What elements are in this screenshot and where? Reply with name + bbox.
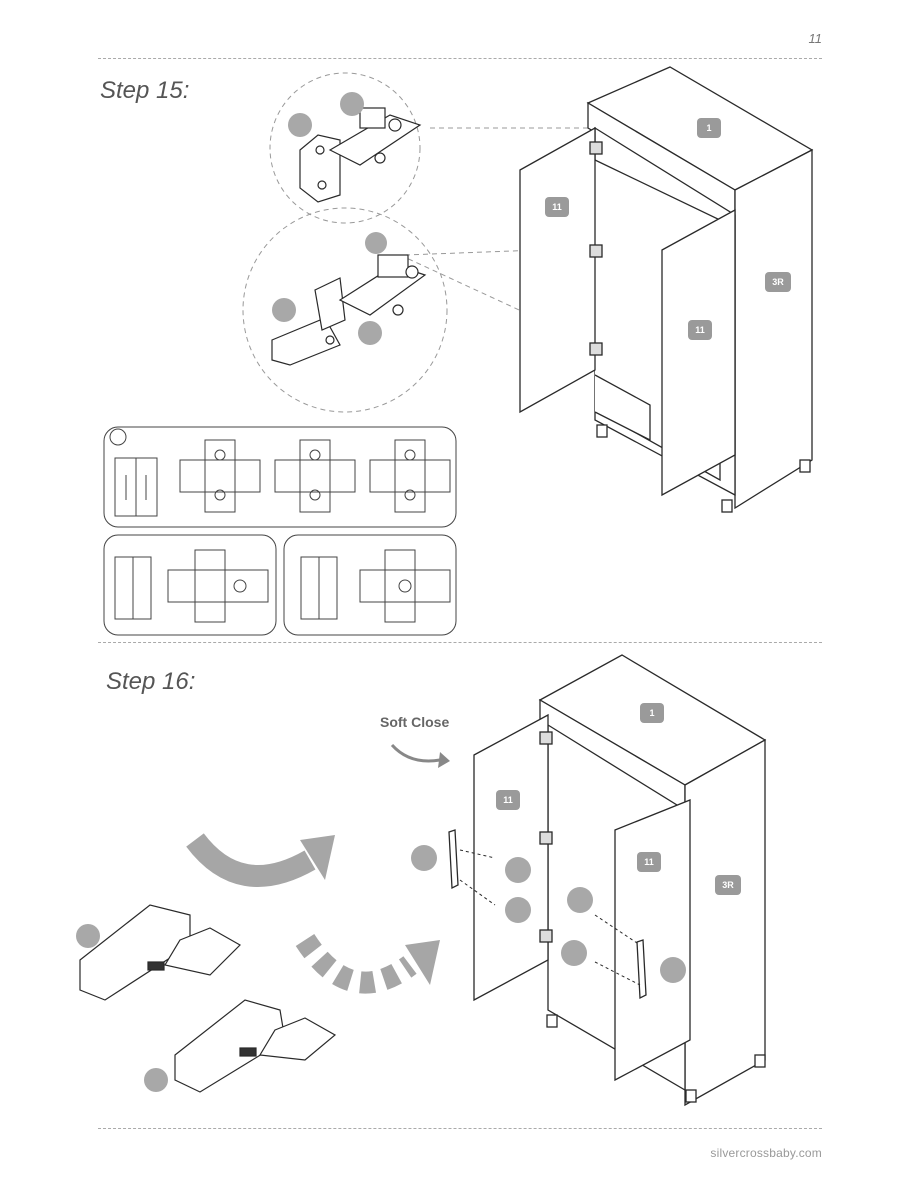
mid-divider	[98, 642, 822, 643]
bottom-divider	[98, 1128, 822, 1129]
soft-close-label: Soft Close	[380, 714, 449, 730]
part-label: 11	[695, 325, 705, 335]
top-divider	[98, 58, 822, 59]
hinge-zoom-circle-top	[269, 72, 421, 224]
callout-circle	[358, 321, 382, 345]
rotate-arrow-dashed	[295, 933, 417, 994]
handle-right	[636, 939, 647, 1000]
callout-circle	[561, 940, 587, 966]
hinge-bottom-icon	[271, 254, 427, 366]
callout-circle	[340, 92, 364, 116]
adjustment-panel-vertical	[103, 426, 457, 528]
part-label: 11	[552, 202, 562, 212]
left-door	[519, 126, 596, 414]
page-number: 11	[808, 31, 823, 46]
callout-circle	[660, 957, 686, 983]
callout-circle	[144, 1068, 168, 1092]
part-label: 1	[706, 123, 711, 133]
hinge-top-icon	[299, 107, 422, 203]
adjustment-panel-depth	[103, 534, 277, 636]
callout-circle	[505, 897, 531, 923]
step-15-title: Step 15:	[100, 77, 190, 104]
callout-circle	[365, 232, 387, 254]
callout-circle	[505, 857, 531, 883]
callout-circle	[76, 924, 100, 948]
wardrobe-step16	[448, 654, 767, 1107]
soft-close-damper-bottom	[174, 999, 337, 1093]
part-label: 1	[649, 708, 654, 718]
step-16-illustration: Soft Close	[76, 654, 767, 1107]
callout-circle	[411, 845, 437, 871]
rotate-arrow-solid	[186, 833, 316, 887]
right-door	[614, 799, 691, 1082]
step-16-title: Step 16:	[106, 668, 196, 695]
callout-circle	[272, 298, 296, 322]
left-door	[473, 713, 549, 1002]
hinge-zoom-circle-bottom	[242, 207, 448, 413]
part-label: 3R	[772, 277, 784, 287]
handle-left	[448, 829, 459, 890]
callout-circle	[567, 887, 593, 913]
part-label: 11	[644, 857, 654, 867]
footer-url[interactable]: silvercrossbaby.com	[710, 1146, 822, 1160]
right-door	[661, 208, 736, 497]
adjustment-panel-lateral	[283, 534, 457, 636]
part-label: 11	[503, 795, 513, 805]
soft-close-damper-top	[79, 904, 241, 1001]
callout-circle	[288, 113, 312, 137]
part-label: 3R	[722, 880, 734, 890]
wardrobe-step15	[519, 66, 814, 513]
step-15-illustration: 1 11 11 3R	[103, 66, 814, 636]
